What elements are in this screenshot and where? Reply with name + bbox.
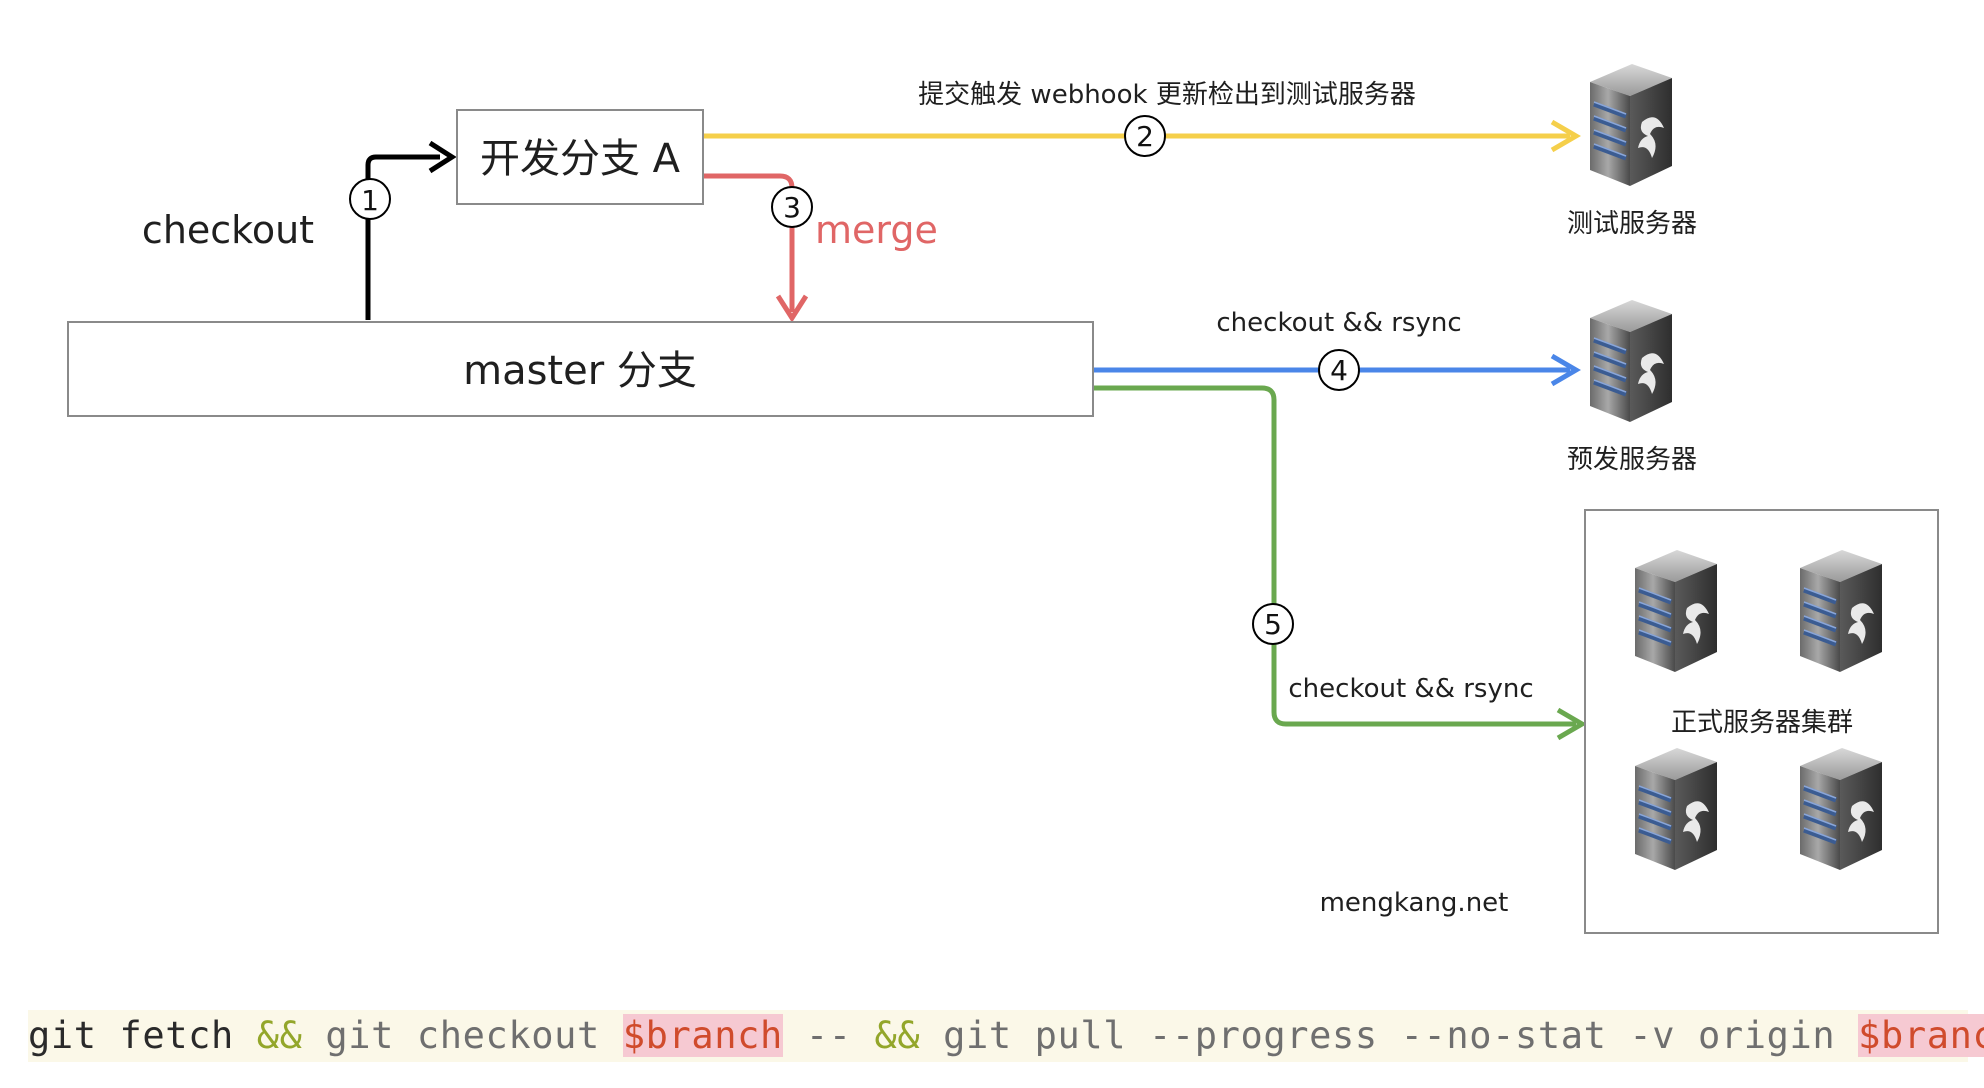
step-3-marker: [771, 186, 813, 228]
step-2-digit: 2: [1136, 120, 1154, 153]
checkout-arrow: [365, 154, 440, 320]
cmd-git-checkout: git checkout: [302, 1014, 623, 1057]
cmd-double-dash: --: [782, 1014, 875, 1057]
prod-server-3-icon: [1635, 748, 1717, 870]
step-4-digit: 4: [1330, 354, 1348, 387]
cmd-and-op-2: &&: [874, 1014, 921, 1057]
prod-server-2-icon: [1800, 550, 1882, 672]
master-box: [67, 321, 1094, 417]
prod-server-1-icon: [1635, 550, 1717, 672]
prod-cluster-label: 正式服务器集群: [1671, 708, 1853, 738]
prod-arrow: [1093, 385, 1576, 727]
cmd-git-pull: git pull --progress --no-stat -v origin: [920, 1014, 1859, 1057]
test-server-label: 测试服务器: [1567, 209, 1697, 239]
git-command-line: git fetch && git checkout $branch -- && …: [28, 1010, 1984, 1062]
staging-arrowhead: [1550, 353, 1581, 387]
step-1-marker: [349, 178, 391, 220]
prod-server-4-icon: [1800, 748, 1882, 870]
cmd-branch-var: $branch: [622, 1014, 783, 1057]
watermark-text: mengkang.net: [1320, 888, 1509, 918]
prod-arrowhead: [1556, 707, 1587, 741]
step-5-digit: 5: [1264, 608, 1282, 641]
checkout-arrowhead: [428, 140, 457, 174]
cmd-and-op: &&: [256, 1014, 303, 1057]
test-server-icon: [1590, 64, 1672, 186]
step-3-digit: 3: [783, 191, 801, 224]
webhook-label: 提交触发 webhook 更新检出到测试服务器: [918, 80, 1416, 110]
merge-label: merge: [815, 208, 938, 252]
step-1-digit: 1: [361, 184, 379, 217]
step-5-marker: [1252, 603, 1294, 645]
merge-arrowhead: [775, 294, 809, 323]
prod-edge-label: checkout && rsync: [1288, 674, 1533, 704]
master-label: master 分支: [463, 348, 697, 394]
checkout-label: checkout: [142, 208, 314, 252]
webhook-arrowhead: [1550, 119, 1581, 153]
staging-server-icon: [1590, 300, 1672, 422]
step-4-marker: [1318, 349, 1360, 391]
branch-a-box: [456, 109, 704, 205]
staging-server-label: 预发服务器: [1567, 445, 1697, 475]
staging-edge-label: checkout && rsync: [1216, 308, 1461, 338]
cmd-git-fetch: git fetch: [28, 1014, 257, 1057]
branch-a-label: 开发分支 A: [480, 136, 681, 182]
cmd-branch-var-2: $branch: [1858, 1014, 1984, 1057]
step-2-marker: [1124, 115, 1166, 157]
